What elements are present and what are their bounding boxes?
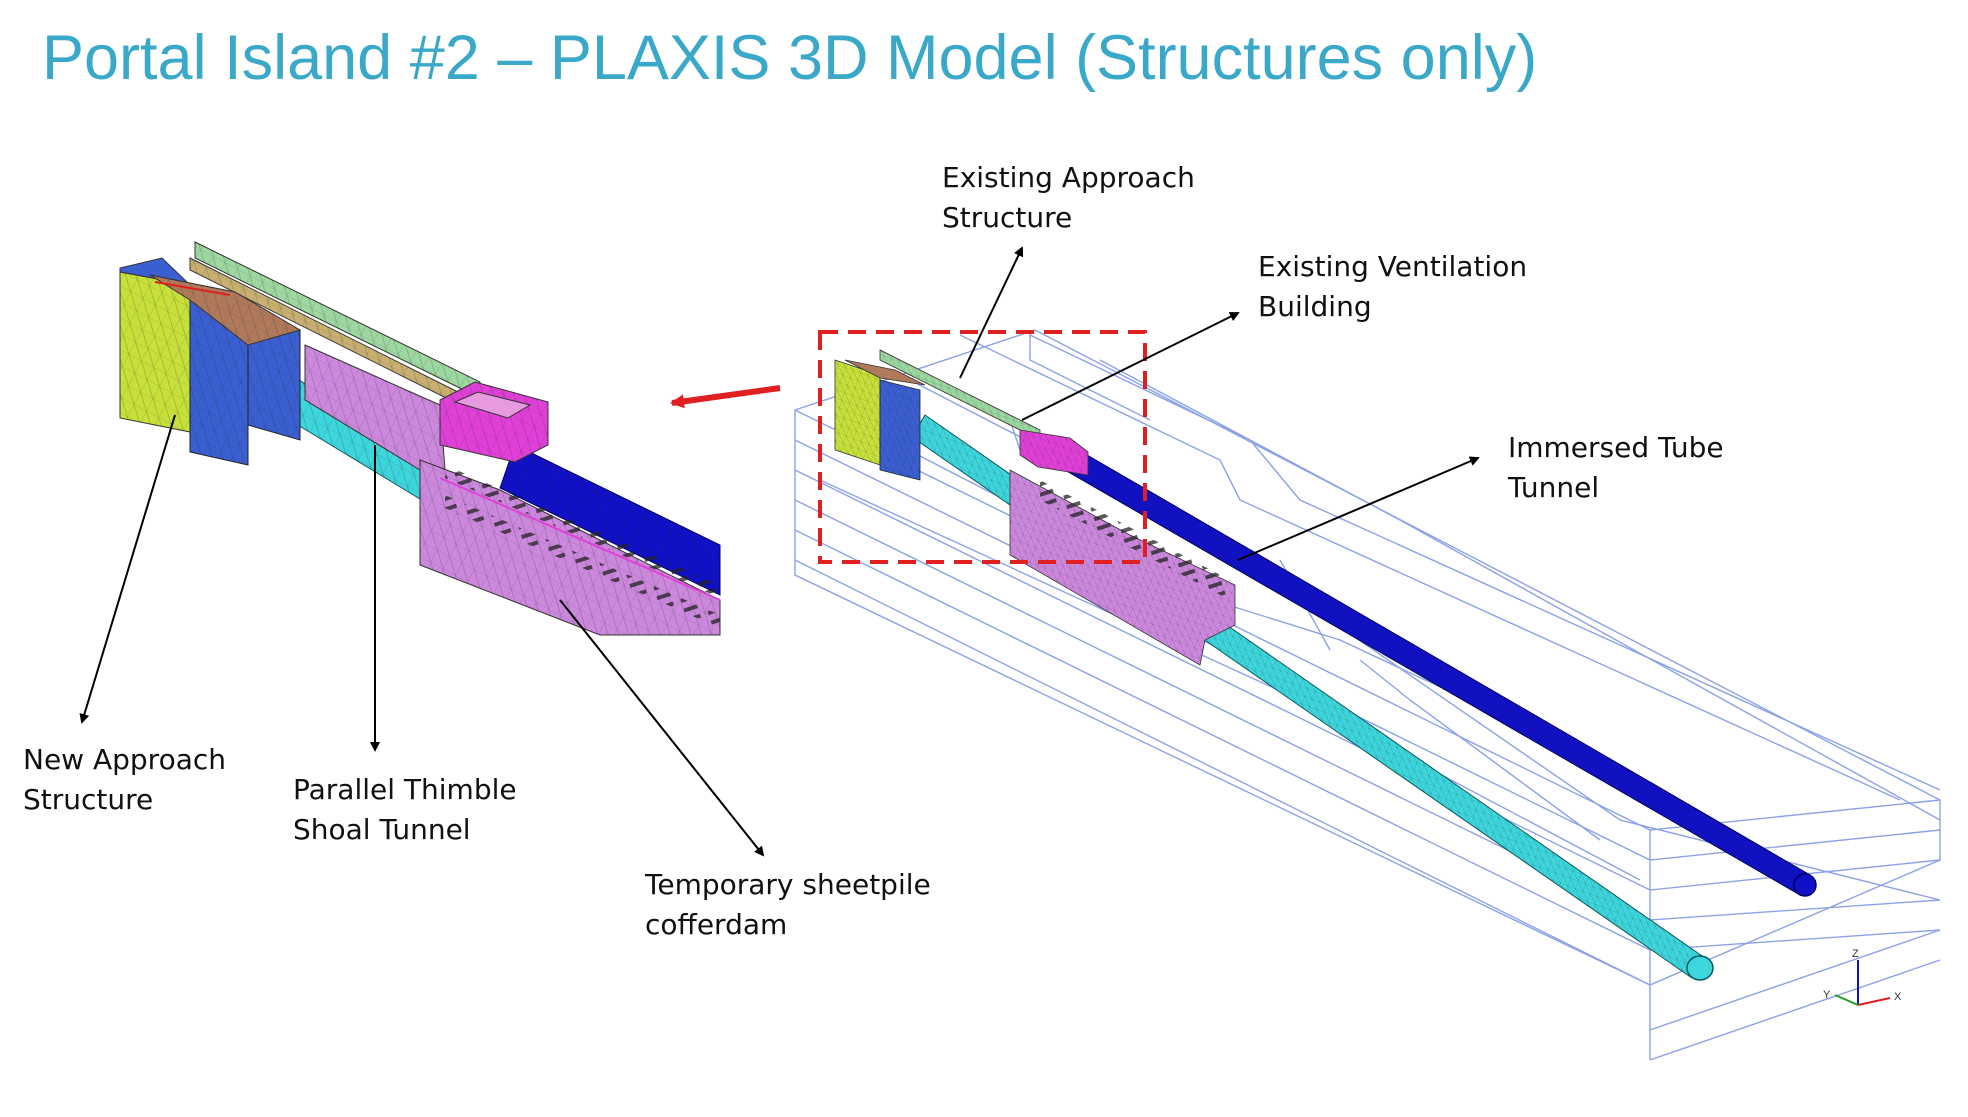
callout-line: Tunnel [1508, 471, 1600, 504]
full-model: Z Y X [794, 329, 1941, 1061]
model-domain-outline [794, 329, 1941, 1061]
page-title: Portal Island #2 – PLAXIS 3D Model (Stru… [42, 23, 1538, 93]
callout-line: Structure [23, 783, 154, 816]
callout-line: New Approach [23, 743, 226, 776]
callout-line: Building [1258, 290, 1372, 323]
callout-immersed-tube-tunnel: Immersed Tube Tunnel [1508, 428, 1724, 508]
callout-existing-ventilation-building: Existing Ventilation Building [1258, 247, 1527, 327]
callout-temporary-sheetpile-cofferdam: Temporary sheetpile cofferdam [645, 865, 931, 945]
ventilation-building-zoom [439, 381, 549, 463]
zoom-region-box [818, 330, 1147, 564]
callout-line: Structure [942, 201, 1073, 234]
callout-parallel-thimble-shoal-tunnel: Parallel Thimble Shoal Tunnel [293, 770, 517, 850]
zoomed-model [119, 241, 721, 636]
structures-cluster [834, 349, 1236, 666]
callout-line: cofferdam [645, 908, 788, 941]
axis-x-label: X [1894, 991, 1902, 1003]
callout-line: Shoal Tunnel [293, 813, 471, 846]
callout-line: Parallel Thimble [293, 773, 517, 806]
callout-line: Temporary sheetpile [645, 868, 931, 901]
immersed-tube-long [1064, 447, 1817, 897]
callout-existing-approach-structure: Existing Approach Structure [942, 158, 1195, 238]
zoom-pointer-arrow [670, 385, 781, 409]
callout-new-approach-structure: New Approach Structure [23, 740, 226, 820]
new-approach-block-zoom [119, 257, 192, 433]
axis-y-label: Y [1823, 989, 1831, 1001]
axes-triad: Z Y X [1823, 948, 1902, 1006]
callout-line: Immersed Tube [1508, 431, 1724, 464]
leader-lines [79, 246, 1480, 857]
callout-line: Existing Approach [942, 161, 1195, 194]
cofferdam-zoom [419, 459, 721, 636]
callout-line: Existing Ventilation [1258, 250, 1528, 283]
axis-z-label: Z [1852, 948, 1859, 960]
blue-wall-zoom [189, 299, 301, 466]
